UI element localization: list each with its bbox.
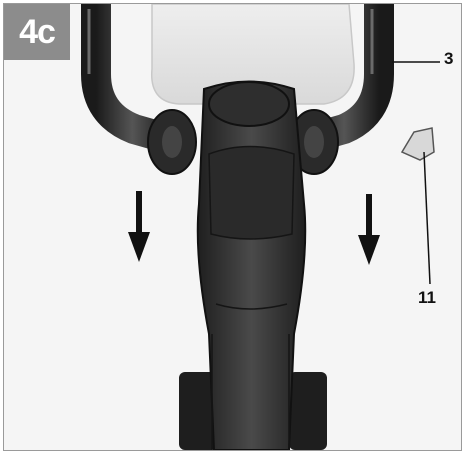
figure-label-badge: 4c: [4, 4, 70, 60]
leader-line-11: [423, 151, 431, 285]
battery-left: [179, 372, 217, 450]
hand-guard: [151, 4, 355, 105]
front-handle: [81, 4, 184, 154]
callout-handle-number: 3: [444, 49, 454, 68]
release-tab: [400, 127, 435, 161]
callout-release-number: 11: [418, 288, 436, 307]
motor-cap: [208, 81, 290, 127]
battery-right: [289, 372, 327, 450]
figure-label: 4c: [19, 12, 56, 51]
down-arrow-left: [128, 191, 150, 262]
figure-frame: 4c 3 11: [3, 3, 462, 451]
front-handle-right: [294, 4, 394, 154]
tool-photo: [4, 4, 461, 450]
down-arrow-right: [358, 194, 380, 265]
